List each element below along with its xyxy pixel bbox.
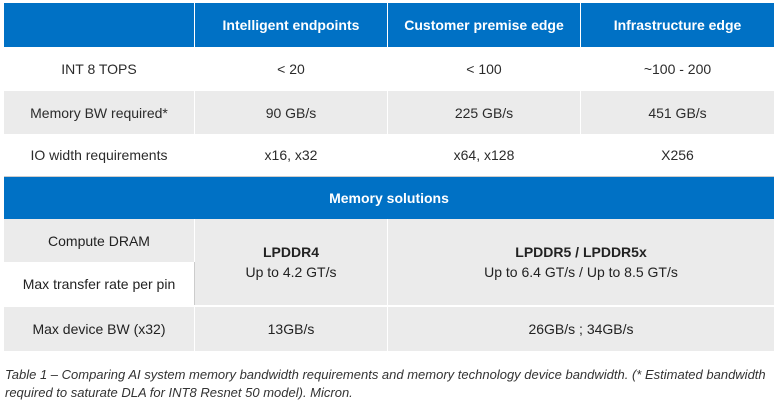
memory-label-column: Compute DRAM Max transfer rate per pin bbox=[4, 219, 195, 305]
table-row-io-width: IO width requirements x16, x32 x64, x128… bbox=[4, 134, 774, 177]
table-cell: 90 GB/s bbox=[195, 91, 388, 134]
table-row-int8-tops: INT 8 TOPS < 20 < 100 ~100 - 200 bbox=[4, 47, 774, 91]
table-header-row: Intelligent endpoints Customer premise e… bbox=[4, 3, 774, 47]
lpddr5-name: LPDDR5 / LPDDR5x bbox=[515, 244, 647, 260]
table-row-max-device-bw: Max device BW (x32) 13GB/s 26GB/s ; 34GB… bbox=[4, 305, 774, 351]
lpddr5-cell: LPDDR5 / LPDDR5x Up to 6.4 GT/s / Up to … bbox=[388, 219, 774, 305]
table-cell: 13GB/s bbox=[195, 307, 388, 351]
table-cell: x16, x32 bbox=[195, 134, 388, 176]
header-infrastructure-edge: Infrastructure edge bbox=[613, 17, 742, 33]
lpddr4-name: LPDDR4 bbox=[262, 244, 319, 260]
row-label: INT 8 TOPS bbox=[4, 47, 195, 91]
row-label: Max device BW (x32) bbox=[4, 307, 195, 351]
table-cell: < 20 bbox=[195, 47, 388, 91]
header-intelligent-endpoints: Intelligent endpoints bbox=[195, 3, 388, 47]
header-customer-premise-edge: Customer premise edge bbox=[388, 3, 581, 47]
row-label: Memory BW required* bbox=[4, 91, 195, 134]
table-cell: ~100 - 200 bbox=[643, 61, 712, 77]
table-cell: < 100 bbox=[388, 47, 581, 91]
lpddr4-cell: LPDDR4 Up to 4.2 GT/s bbox=[195, 219, 388, 305]
table-cell: 225 GB/s bbox=[388, 91, 581, 134]
memory-comparison-table: Intelligent endpoints Customer premise e… bbox=[4, 3, 774, 351]
header-empty-cell bbox=[4, 3, 195, 47]
table-cell: X256 bbox=[661, 147, 694, 163]
table-caption: Table 1 – Comparing AI system memory ban… bbox=[5, 367, 766, 400]
memory-solutions-heading: Memory solutions bbox=[4, 177, 774, 219]
row-label: IO width requirements bbox=[4, 134, 195, 176]
table-cell: 26GB/s ; 34GB/s bbox=[528, 321, 634, 337]
table-cell: 451 GB/s bbox=[648, 104, 707, 121]
table-row-memory-bw: Memory BW required* 90 GB/s 225 GB/s 451… bbox=[4, 91, 774, 134]
lpddr5-rate: Up to 6.4 GT/s / Up to 8.5 GT/s bbox=[484, 264, 678, 280]
table-cell: x64, x128 bbox=[388, 134, 581, 176]
lpddr4-rate: Up to 4.2 GT/s bbox=[245, 264, 337, 280]
row-label-compute-dram: Compute DRAM bbox=[4, 219, 195, 262]
row-label-max-transfer-rate: Max transfer rate per pin bbox=[4, 262, 195, 305]
memory-solutions-block: Compute DRAM Max transfer rate per pin L… bbox=[4, 219, 774, 305]
